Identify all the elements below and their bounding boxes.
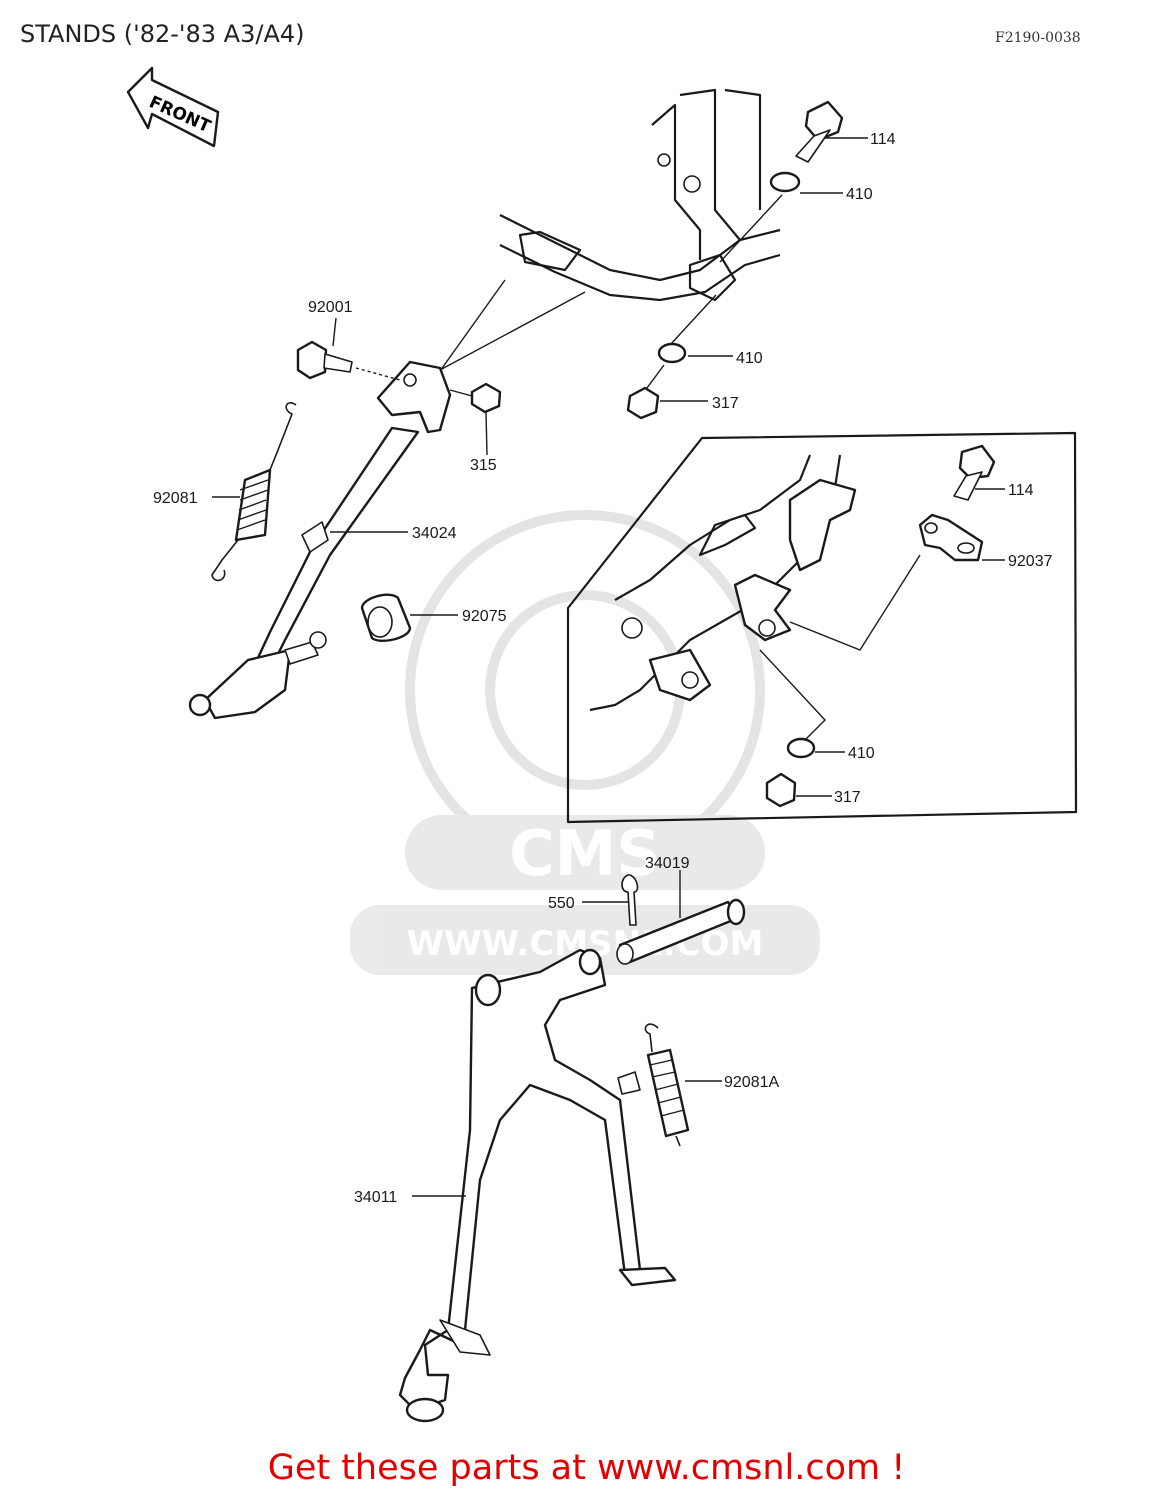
nut-317-upper bbox=[626, 386, 660, 420]
part-label-92001[interactable]: 92001 bbox=[308, 299, 353, 316]
part-label-34011[interactable]: 34011 bbox=[354, 1189, 397, 1206]
pivot-shaft-34019 bbox=[616, 898, 746, 965]
front-arrow-icon: FRONT bbox=[126, 66, 220, 148]
watermark-logo-badge bbox=[405, 815, 765, 890]
watermark-logo-face bbox=[485, 590, 685, 790]
diagram-title: STANDS ('82-'83 A3/A4) bbox=[20, 20, 305, 48]
part-label-317-b[interactable]: 317 bbox=[834, 789, 861, 806]
part-label-550[interactable]: 550 bbox=[548, 895, 575, 912]
leader-lines bbox=[212, 137, 1005, 1197]
watermark-logo-text: CMS bbox=[509, 817, 661, 890]
part-label-92037[interactable]: 92037 bbox=[1008, 553, 1053, 570]
part-label-34019[interactable]: 34019 bbox=[645, 855, 690, 872]
figure-code: F2190-0038 bbox=[995, 30, 1081, 46]
nut-315 bbox=[470, 382, 502, 414]
part-label-410-b[interactable]: 410 bbox=[736, 350, 763, 367]
part-labels: 114 410 92001 410 317 315 92081 34024 11… bbox=[153, 131, 1053, 1206]
part-label-92081[interactable]: 92081 bbox=[153, 490, 198, 507]
part-label-315[interactable]: 315 bbox=[470, 457, 497, 474]
part-label-114-b[interactable]: 114 bbox=[1008, 482, 1034, 499]
get-parts-link[interactable]: Get these parts at www.cmsnl.com ! bbox=[267, 1448, 906, 1488]
side-stand-34024 bbox=[188, 360, 452, 720]
part-label-92081a[interactable]: 92081A bbox=[724, 1074, 779, 1091]
frame-section-upper bbox=[429, 88, 781, 386]
center-stand-34011 bbox=[398, 948, 677, 1423]
watermark-logo-ring bbox=[405, 510, 765, 870]
detail-inset bbox=[566, 431, 1078, 824]
part-label-410-c[interactable]: 410 bbox=[848, 745, 875, 762]
spring-92081 bbox=[211, 402, 297, 582]
rubber-92075 bbox=[360, 593, 412, 642]
part-label-34024[interactable]: 34024 bbox=[412, 525, 457, 542]
washer-410-b bbox=[657, 342, 687, 364]
bolt-114-inset bbox=[953, 444, 996, 501]
spring-92081a bbox=[644, 1023, 690, 1147]
bolt-92001 bbox=[296, 340, 353, 380]
washer-410-c bbox=[786, 737, 816, 759]
part-label-92075[interactable]: 92075 bbox=[462, 608, 507, 625]
bracket-92037 bbox=[918, 513, 984, 562]
part-label-317-a[interactable]: 317 bbox=[712, 395, 739, 412]
washer-410-a bbox=[769, 171, 801, 193]
cotter-pin-550 bbox=[621, 874, 639, 926]
bolt-114-upper bbox=[795, 100, 844, 163]
part-label-114-a[interactable]: 114 bbox=[870, 131, 896, 148]
nut-317-lower bbox=[765, 772, 797, 808]
part-label-410-a[interactable]: 410 bbox=[846, 186, 873, 203]
